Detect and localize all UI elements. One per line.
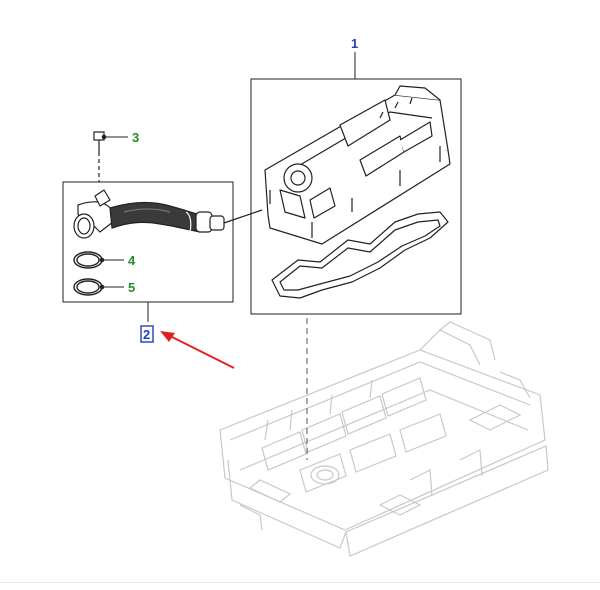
highlight-arrow xyxy=(160,331,235,369)
callout-2-highlight-box xyxy=(140,325,154,343)
callout-5[interactable]: 5 xyxy=(128,280,136,295)
callout-leaders xyxy=(99,134,128,290)
bolt-drawing xyxy=(93,131,105,182)
callout-2[interactable]: 2 xyxy=(143,327,151,342)
callout-3[interactable]: 3 xyxy=(132,130,140,145)
item-2-frame xyxy=(62,181,234,303)
o-rings-drawing xyxy=(73,251,103,296)
valve-cover-gasket xyxy=(271,211,449,299)
footer-divider xyxy=(0,582,600,583)
callout-1[interactable]: 1 xyxy=(351,36,359,51)
breather-hose-drawing xyxy=(73,189,263,239)
callout-4[interactable]: 4 xyxy=(128,253,136,268)
cylinder-head-ghost xyxy=(219,321,549,557)
valve-cover-drawing xyxy=(264,85,451,245)
item-1-frame xyxy=(250,78,462,315)
